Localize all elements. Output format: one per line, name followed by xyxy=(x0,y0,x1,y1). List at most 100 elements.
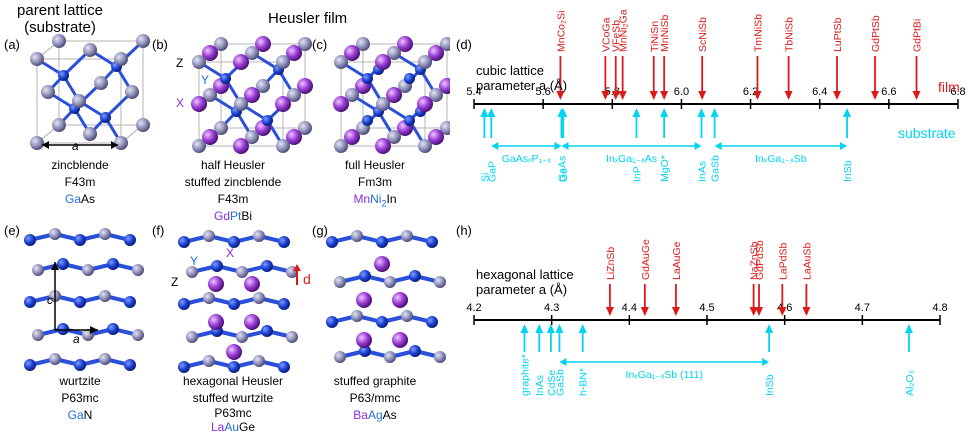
film-label: MnNiSb xyxy=(659,14,671,52)
substrate-label: h-BN* xyxy=(578,368,590,396)
tick-label: 5.6 xyxy=(535,86,550,98)
atom-purple xyxy=(428,45,444,61)
atom-grey xyxy=(276,139,290,153)
atom-grey xyxy=(236,266,248,278)
atom-blue xyxy=(426,236,438,248)
spacegroup-hexagonal-heusler: P63mc xyxy=(214,406,252,420)
atom-grey xyxy=(401,230,413,242)
film-arrow-head xyxy=(671,307,680,316)
atom-blue xyxy=(74,234,86,246)
caption-zincblende: zincblende xyxy=(51,158,109,172)
atom-grey xyxy=(429,88,443,102)
atom-purple xyxy=(233,138,249,154)
atom-blue xyxy=(100,112,111,123)
atom-purple xyxy=(392,332,408,348)
film-arrow-head xyxy=(660,91,669,100)
atom-grey xyxy=(345,88,359,102)
atom-grey xyxy=(99,228,111,240)
substrate-arrow-head xyxy=(546,324,555,333)
atom-blue xyxy=(376,236,388,248)
atom-grey xyxy=(440,37,450,51)
atom-grey xyxy=(334,351,346,363)
film-arrow-head xyxy=(611,91,620,100)
film-arrow-head xyxy=(802,307,811,316)
formula-gaas: GaAs xyxy=(64,192,96,206)
atom-purple xyxy=(244,276,260,292)
film-label: TiNiSn xyxy=(649,21,661,52)
tick-label: 4.7 xyxy=(855,302,870,314)
film-arrow-head xyxy=(912,91,921,100)
atom-purple xyxy=(297,78,313,94)
atom-purple xyxy=(375,138,391,154)
atom-blue xyxy=(124,296,136,308)
atom-blue xyxy=(220,73,231,84)
substrate-arrow-head xyxy=(559,108,568,117)
atom-grey xyxy=(384,351,396,363)
film-arrow-head xyxy=(753,91,762,100)
atom-purple xyxy=(191,96,207,112)
range-label: InₓGa₁₋ₓSb (111) xyxy=(626,369,703,381)
wurtzite-structure xyxy=(24,228,144,371)
substrate-arrow-head xyxy=(904,324,913,333)
film-label: GdPdSb xyxy=(754,240,766,280)
panel-label-a: (a) xyxy=(4,37,20,52)
atom-grey xyxy=(203,292,215,304)
atom-grey xyxy=(203,88,217,102)
atom-purple xyxy=(392,292,408,308)
full-heusler-structure xyxy=(333,36,450,154)
film-label: VFeSb xyxy=(611,20,623,52)
formula-laauge: LaAuGe xyxy=(210,420,256,434)
atom-grey xyxy=(94,76,108,90)
spacegroup-half-heusler: F43m xyxy=(217,192,249,206)
spacegroup-zincblende: F43m xyxy=(64,175,96,189)
caption-half-heusler: half Heusler xyxy=(200,158,266,172)
atom-blue xyxy=(409,345,421,357)
atom-purple xyxy=(397,36,413,52)
atom-grey xyxy=(192,55,206,69)
substrate-arrow-head xyxy=(487,108,496,117)
tick-label: 6.2 xyxy=(743,86,758,98)
heusler-film-title: Heusler film xyxy=(268,10,348,27)
tick-label: 4.4 xyxy=(622,302,637,314)
atom-blue xyxy=(376,316,388,328)
substrate-label: InAs xyxy=(696,161,708,182)
atom-purple xyxy=(439,78,450,94)
stuffed-graphite-structure xyxy=(326,230,446,363)
atom-blue xyxy=(261,325,273,337)
atom-purple xyxy=(356,332,372,348)
film-legend-label: film xyxy=(938,79,960,95)
atom-purple xyxy=(244,87,260,103)
atom-blue xyxy=(228,361,240,373)
panel-label-f: (f) xyxy=(152,223,165,238)
atom-blue xyxy=(326,236,338,248)
atom-grey xyxy=(49,353,61,365)
range-label: GaAsₓP₁₋ₓ xyxy=(502,153,552,165)
atom-grey xyxy=(83,127,97,141)
atom-blue xyxy=(359,345,371,357)
atom-purple xyxy=(356,292,372,308)
film-label: LaAuGe xyxy=(671,241,683,280)
atom-blue xyxy=(107,258,119,270)
atom-grey xyxy=(334,276,346,288)
axis-z-label-b: Z xyxy=(176,56,184,70)
atom-grey xyxy=(276,55,290,69)
atom-grey xyxy=(418,55,432,69)
atom-grey xyxy=(253,292,265,304)
atom-grey xyxy=(125,85,139,99)
atom-grey xyxy=(32,329,44,341)
atom-grey xyxy=(245,130,259,144)
substrate-arrow-head xyxy=(480,108,489,117)
atom-grey xyxy=(214,121,228,135)
film-label: VCoGa xyxy=(600,17,612,52)
substrate-label: InAs xyxy=(534,375,546,396)
film-label: LuPtSb xyxy=(832,17,844,52)
atom-grey xyxy=(440,121,450,135)
atom-purple xyxy=(244,314,260,330)
film-arrow-head xyxy=(601,91,610,100)
atom-blue xyxy=(278,236,290,248)
spacegroup-wurtzite: P63mc xyxy=(61,391,99,405)
atom-purple xyxy=(386,87,402,103)
atom-blue xyxy=(404,73,415,84)
atom-blue xyxy=(362,73,373,84)
film-arrow-head xyxy=(784,91,793,100)
